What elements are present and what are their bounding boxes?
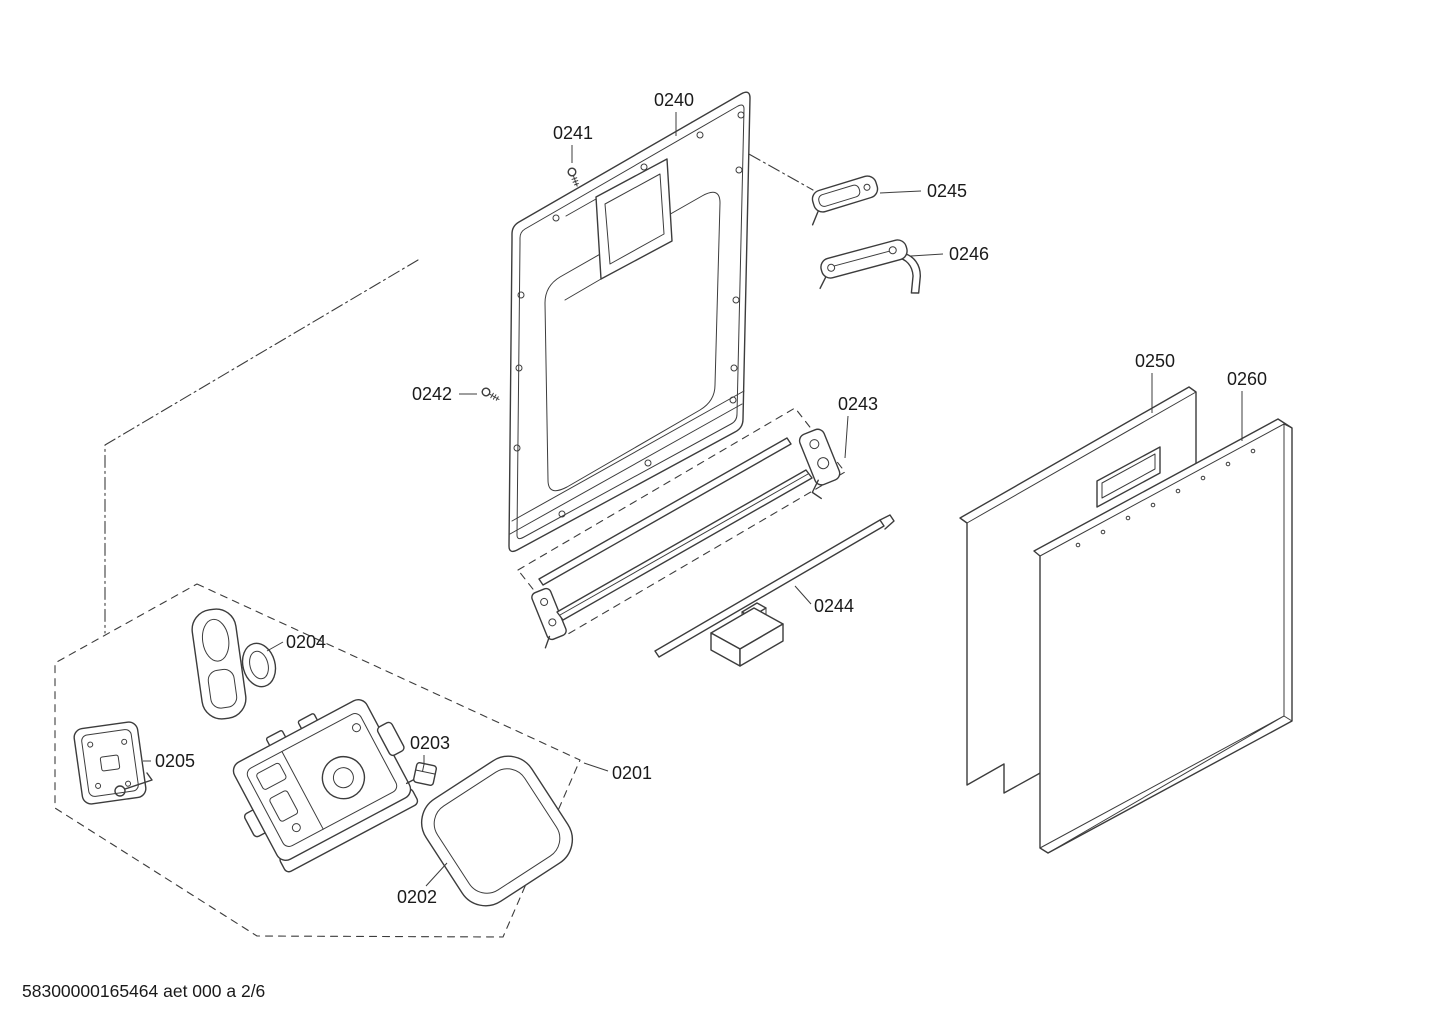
assembly-0243-dashed-outline [517, 407, 846, 635]
label-0203: 0203 [410, 733, 450, 753]
part-0205-spring [114, 772, 153, 797]
document-code: 58300000165464 aet 000 a 2/6 [22, 981, 265, 1001]
part-0203-clip [405, 761, 438, 787]
part-0204-actuator-bracket [191, 608, 247, 720]
label-0241: 0241 [553, 123, 593, 143]
leader-0202 [425, 862, 448, 887]
label-0201: 0201 [612, 763, 652, 783]
part-labels: 0240 0241 0242 0243 0244 0245 0246 0250 … [143, 90, 1267, 907]
leader-0201 [583, 762, 609, 772]
part-0246-hinge-lever [819, 239, 922, 294]
label-0202: 0202 [397, 887, 437, 907]
part-dispenser-assembly [232, 699, 419, 873]
dispenser-window-cutout [595, 158, 673, 280]
part-0241-screw [567, 167, 579, 187]
label-0242: 0242 [412, 384, 452, 404]
part-0204-oval-seal [241, 642, 277, 688]
rod-mount-bracket [710, 602, 784, 667]
label-0250: 0250 [1135, 351, 1175, 371]
leader-0245 [879, 190, 922, 194]
part-0244-hinge-rod [654, 514, 895, 667]
part-0242-screw [481, 387, 500, 401]
label-0205: 0205 [155, 751, 195, 771]
door-seal-strip-upper [538, 437, 792, 586]
label-0243: 0243 [838, 394, 878, 414]
part-0205-cover-plate [73, 721, 147, 805]
label-0244: 0244 [814, 596, 854, 616]
assembly-0201-dashed-outline [54, 583, 581, 938]
part-0260-door-decor-panel [1033, 418, 1293, 854]
label-0240: 0240 [654, 90, 694, 110]
label-0204: 0204 [286, 632, 326, 652]
leader-0246 [910, 253, 944, 257]
panel-screw-marks [1075, 448, 1256, 548]
hinge-bracket-left [531, 587, 567, 649]
label-0246: 0246 [949, 244, 989, 264]
part-0243-seal-and-brackets [531, 428, 841, 649]
part-0240-inner-door-panel [508, 91, 751, 553]
leader-0204 [266, 641, 284, 652]
label-0245: 0245 [927, 181, 967, 201]
leader-0243 [844, 415, 849, 459]
leader-0244 [794, 585, 812, 605]
part-0202-door-seal-frame [420, 755, 574, 907]
part-0245-fastener-bracket [811, 175, 879, 226]
label-0260: 0260 [1227, 369, 1267, 389]
hinge-bracket-right [798, 428, 841, 500]
panel-screw-holes [513, 111, 745, 518]
